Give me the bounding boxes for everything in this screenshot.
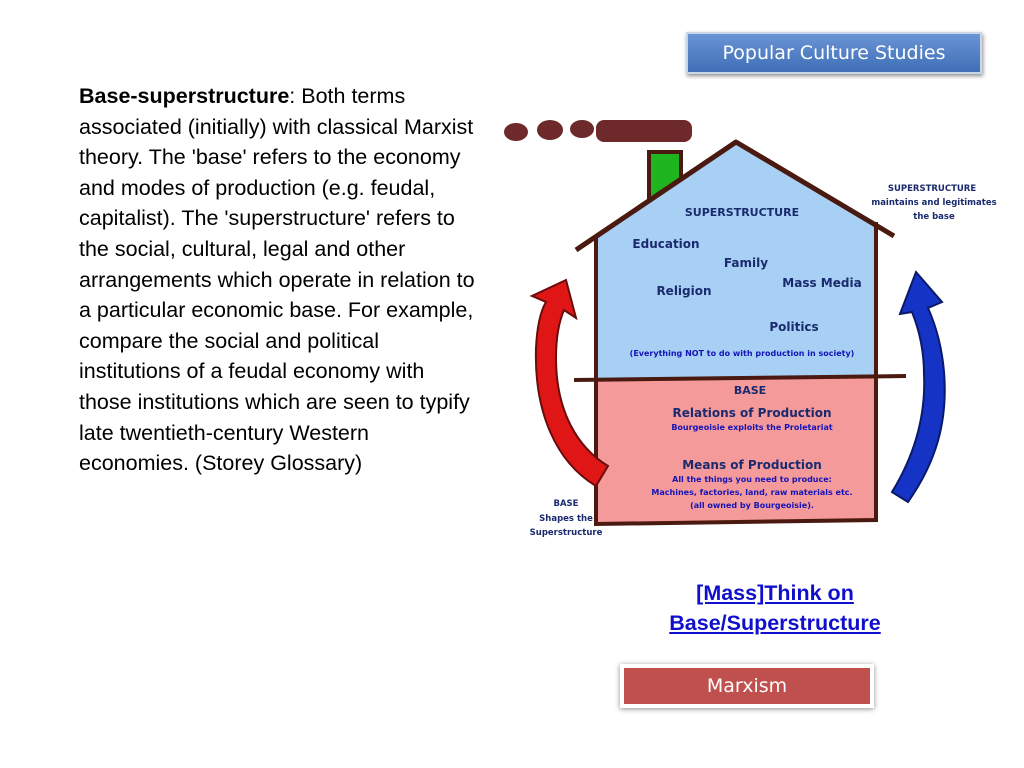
right-caption-line-3: the base: [913, 212, 955, 222]
relations-of-production-note: Bourgeoisie exploits the Proletariat: [671, 423, 833, 432]
house-outline: [574, 139, 896, 253]
definition-text: : Both terms associated (initially) with…: [79, 84, 475, 476]
base-superstructure-diagram: SUPERSTRUCTURE Education Family Religion…: [504, 120, 997, 538]
base-title: BASE: [734, 384, 766, 397]
education-label: Education: [632, 237, 699, 251]
base-area: [596, 376, 876, 524]
superstructure-area: [596, 142, 876, 380]
marxism-button-face: Marxism: [624, 668, 870, 704]
right-blue-arrow-icon: [890, 270, 946, 504]
right-caption-line-2: maintains and legitimates: [871, 198, 996, 208]
mass-think-link-line-1: [Mass]Think on: [696, 581, 854, 605]
definition-paragraph: Base-superstructure: Both terms associat…: [79, 81, 479, 479]
family-label: Family: [724, 256, 768, 270]
means-of-production-note-3: (all owned by Bourgeoisie).: [690, 501, 814, 510]
superstructure-note: (Everything NOT to do with production in…: [630, 349, 855, 358]
mass-think-link[interactable]: [Mass]Think on Base/Superstructure: [630, 578, 920, 638]
religion-label: Religion: [656, 284, 711, 298]
definition-term: Base-superstructure: [79, 84, 290, 108]
left-red-arrow-icon: [529, 278, 610, 488]
relations-of-production-title: Relations of Production: [672, 406, 831, 420]
marxism-button-label: Marxism: [706, 675, 788, 697]
means-of-production-note-2: Machines, factories, land, raw materials…: [651, 488, 852, 497]
politics-label: Politics: [769, 320, 818, 334]
marxism-button[interactable]: Marxism: [620, 664, 874, 708]
right-caption-line-1: SUPERSTRUCTURE: [888, 184, 976, 194]
means-of-production-title: Means of Production: [682, 458, 822, 472]
mass-media-label: Mass Media: [782, 276, 861, 290]
smoke-icon: [504, 120, 692, 142]
means-of-production-note-1: All the things you need to produce:: [672, 475, 832, 484]
left-caption-line-1: BASE: [554, 499, 579, 509]
popular-culture-studies-label: Popular Culture Studies: [722, 42, 946, 64]
left-caption-line-2: Shapes the: [539, 514, 593, 524]
superstructure-title: SUPERSTRUCTURE: [685, 206, 799, 219]
popular-culture-studies-button[interactable]: Popular Culture Studies: [686, 32, 982, 74]
divider-line: [573, 374, 907, 382]
left-caption-line-3: Superstructure: [530, 528, 603, 538]
mass-think-link-line-2: Base/Superstructure: [669, 611, 881, 635]
